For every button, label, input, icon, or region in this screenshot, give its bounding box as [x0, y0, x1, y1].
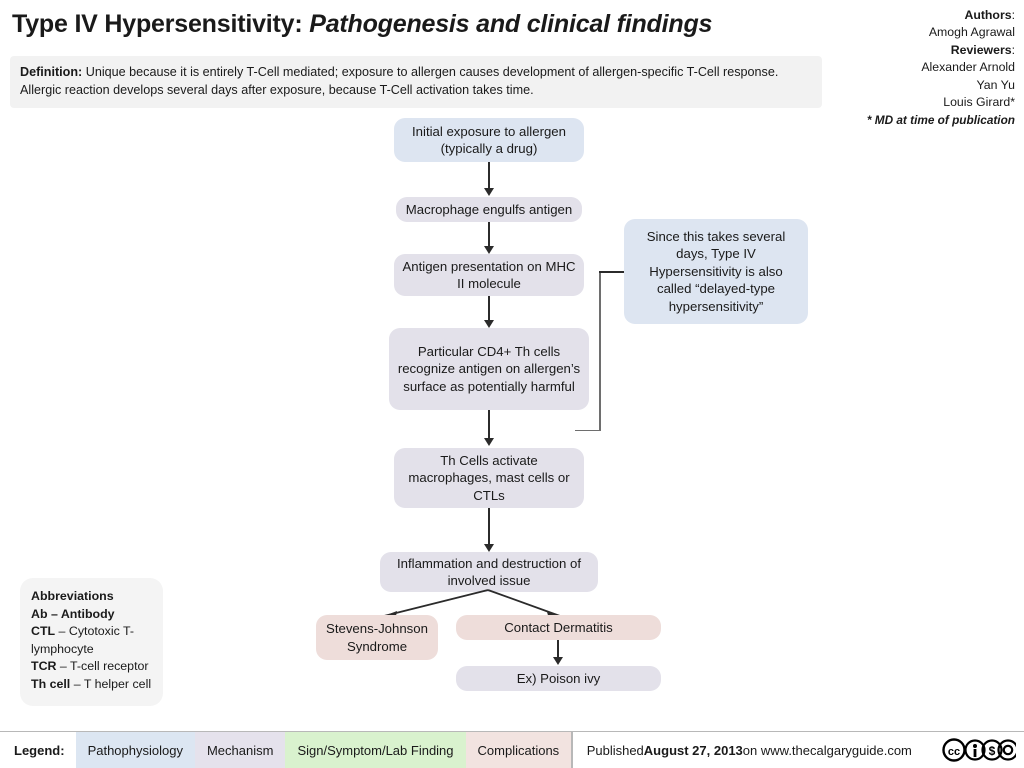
reviewer-name-2: Yan Yu — [976, 77, 1015, 92]
authors-label: Authors — [964, 8, 1012, 22]
reviewer-name-3: Louis Girard* — [943, 95, 1015, 110]
flow-node-macrophage-engulfs: Macrophage engulfs antigen — [396, 197, 582, 222]
connector-4-5 — [488, 410, 490, 444]
legend-swatch-mechanism: Mechanism — [194, 732, 286, 768]
abbreviation-term: TCR — [31, 659, 57, 674]
reviewers-line: Reviewers: — [867, 42, 1015, 59]
page-title-subtitle: Pathogenesis and clinical findings — [309, 10, 713, 38]
definition-box: Definition: Unique because it is entirel… — [10, 56, 822, 108]
legend-swatch-sign-symptom-lab-finding: Sign/Symptom/Lab Finding — [285, 732, 466, 768]
credits-footnote: * MD at time of publication — [866, 112, 1015, 127]
arrowhead-2-3 — [483, 246, 494, 254]
reviewers-label: Reviewers — [950, 42, 1012, 57]
annotation-delayed-type: Since this takes several days, Type IV H… — [624, 219, 808, 324]
published-suffix: on www.thecalgaryguide.com — [742, 742, 912, 758]
flow-node-initial-exposure: Initial exposure to allergen (typically … — [394, 118, 584, 162]
flow-node-cd4-th-cells-recognize: Particular CD4+ Th cells recognize antig… — [389, 328, 589, 410]
creative-commons-license-badge[interactable]: cc $ — [942, 732, 1024, 768]
authors-colon: : — [1011, 8, 1015, 22]
abbreviation-dash: – — [55, 624, 69, 639]
abbreviation-term: CTL — [31, 624, 56, 639]
abbreviation-definition: T helper cell — [83, 677, 152, 692]
flow-node-poison-ivy-example: Ex) Poison ivy — [456, 666, 661, 691]
connector-5-6 — [488, 508, 490, 550]
flow-node-stevens-johnson: Stevens-Johnson Syndrome — [316, 615, 438, 660]
definition-label: Definition: — [20, 65, 83, 79]
abbreviation-term: Th cell — [31, 677, 71, 692]
page-title: Type IV Hypersensitivity: Pathogenesis a… — [12, 10, 712, 39]
abbreviation-item: CTL – Cytotoxic T-lymphocyte — [31, 623, 152, 658]
legend-swatch-pathophysiology: Pathophysiology — [75, 732, 195, 768]
cc-license-icon: cc $ — [942, 736, 1016, 764]
abbreviation-dash: – — [56, 659, 71, 674]
publication-info: Published August 27, 2013 on www.thecalg… — [573, 732, 926, 768]
abbreviation-term: Ab — [31, 606, 48, 621]
connector-3-4 — [488, 296, 490, 326]
abbreviation-definition: Cytotoxic T-lymphocyte — [31, 624, 135, 656]
published-date: August 27, 2013 — [643, 742, 743, 758]
flow-node-th-cells-activate: Th Cells activate macrophages, mast cell… — [394, 448, 584, 508]
svg-text:cc: cc — [948, 746, 960, 758]
abbreviation-definition: T-cell receptor — [70, 659, 149, 674]
connector-8-9 — [557, 640, 559, 662]
flow-node-antigen-presentation: Antigen presentation on MHC II molecule — [394, 254, 584, 296]
footer-divider — [571, 732, 573, 768]
legend-label: Legend: — [14, 742, 65, 758]
arrowhead-1-2 — [483, 188, 494, 196]
abbreviation-item: Th cell – T helper cell — [31, 676, 152, 694]
arrowhead-4-5 — [483, 438, 494, 446]
bracket-vertical — [599, 271, 601, 431]
abbreviation-dash: – — [70, 677, 84, 692]
published-prefix: Published — [586, 742, 644, 758]
author-name-1: Amogh Agrawal — [928, 25, 1015, 40]
authors-line: Authors: — [867, 7, 1015, 24]
abbreviation-definition: Antibody — [60, 606, 115, 621]
legend-swatch-complications: Complications — [465, 732, 572, 768]
abbreviation-item: TCR – T-cell receptor — [31, 658, 152, 676]
flow-node-contact-dermatitis: Contact Dermatitis — [456, 615, 661, 640]
arrowhead-5-6 — [483, 544, 494, 552]
bracket-stub-top — [599, 271, 628, 273]
svg-text:$: $ — [989, 744, 996, 758]
reviewers-colon: : — [1011, 42, 1015, 57]
definition-text: Unique because it is entirely T-Cell med… — [20, 65, 779, 98]
credits-block: Authors: Amogh Agrawal Reviewers: Alexan… — [867, 7, 1015, 128]
page-title-main: Type IV Hypersensitivity: — [12, 10, 310, 38]
abbreviations-title: Abbreviations — [31, 589, 114, 603]
abbreviation-item: Ab – Antibody — [31, 606, 152, 624]
arrowhead-3-4 — [483, 320, 494, 328]
reviewer-name-1: Alexander Arnold — [921, 60, 1015, 75]
connector-2-3 — [488, 222, 490, 252]
bracket-stub-bottom — [575, 429, 600, 432]
flow-node-inflammation-destruction: Inflammation and destruction of involved… — [380, 552, 598, 592]
abbreviation-dash: – — [47, 606, 61, 621]
connector-1-2 — [488, 162, 490, 194]
arrowhead-8-9 — [552, 657, 563, 665]
